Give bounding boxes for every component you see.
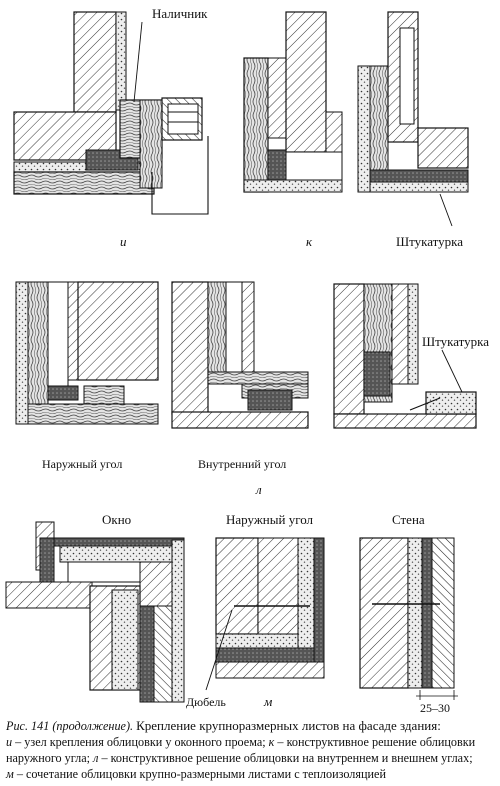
label-shtukaturka-1: Штукатурка (396, 234, 463, 249)
label-fig-l: л (255, 482, 262, 497)
label-vnutrenny-ugol-l: Внутренний угол (198, 457, 286, 471)
label-dimension: 25–30 (420, 701, 450, 715)
label-naruzhny-ugol-m: Наружный угол (226, 512, 314, 527)
caption-text-m: – сочетание облицовки крупно-размерными … (13, 767, 386, 781)
caption-text-k: – конструктивное решение облицовки (274, 735, 476, 749)
construction-figure: Наличник и к Штукатурка Штукатурка Наруж… (5, 6, 489, 715)
label-fig-k: к (306, 234, 313, 249)
drawing-i (13, 11, 209, 215)
caption-title: Крепление крупноразмерных листов на фаса… (136, 718, 441, 733)
caption-text-i: – узел крепления облицовки у оконного пр… (12, 735, 269, 749)
label-nalichnik: Наличник (152, 6, 208, 21)
drawing-k (243, 11, 469, 227)
caption-letter-i: и (6, 735, 13, 749)
label-fig-m: м (263, 694, 272, 709)
label-fig-i: и (120, 234, 127, 249)
figure-caption: Рис. 141 (продолжение). Крепление крупно… (6, 718, 496, 782)
caption-letter-l: л (93, 751, 99, 765)
caption-prefix: Рис. 141 (продолжение). (6, 719, 134, 733)
caption-letter-k: к (268, 735, 275, 749)
label-okno: Окно (102, 512, 131, 527)
label-dyubel: Дюбель (186, 695, 226, 709)
drawing-m (5, 521, 458, 703)
caption-text-l: – конструктивное решение облицовки на вн… (98, 751, 473, 765)
caption-letter-m: м (6, 767, 14, 781)
caption-text-k-cont: наружного угла; (6, 751, 94, 765)
label-stena: Стена (392, 512, 425, 527)
label-naruzhny-ugol-l: Наружный угол (42, 457, 122, 471)
label-shtukaturka-2: Штукатурка (422, 334, 489, 349)
drawing-l (15, 281, 477, 429)
